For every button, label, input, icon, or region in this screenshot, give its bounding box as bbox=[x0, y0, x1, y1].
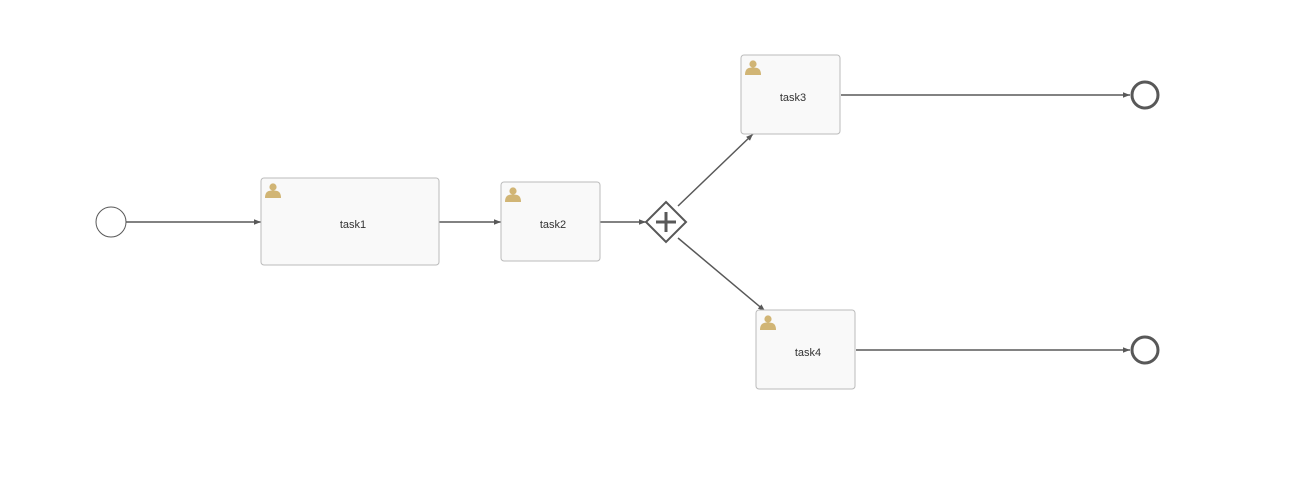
task3-box[interactable] bbox=[740, 54, 841, 135]
flow-gateway-task4[interactable] bbox=[677, 237, 766, 312]
flow-gateway-task3[interactable] bbox=[677, 133, 754, 207]
plus-icon bbox=[656, 212, 676, 232]
task2-label: task2 bbox=[540, 219, 566, 231]
sequence-flows bbox=[126, 92, 1130, 353]
task4-box[interactable] bbox=[755, 309, 856, 390]
task1[interactable]: task1 bbox=[260, 177, 440, 266]
task4[interactable]: task4 bbox=[755, 309, 856, 390]
task3-label: task3 bbox=[780, 92, 806, 104]
task1-label: task1 bbox=[340, 219, 366, 231]
start-event[interactable] bbox=[95, 206, 127, 238]
end-event-1[interactable] bbox=[1130, 80, 1160, 110]
parallel-gateway[interactable] bbox=[644, 200, 688, 244]
task1-box[interactable] bbox=[260, 177, 440, 266]
task3[interactable]: task3 bbox=[740, 54, 841, 135]
end-event-2[interactable] bbox=[1130, 335, 1160, 365]
task4-label: task4 bbox=[795, 347, 821, 359]
task2-box[interactable] bbox=[500, 181, 601, 262]
task2[interactable]: task2 bbox=[500, 181, 601, 262]
